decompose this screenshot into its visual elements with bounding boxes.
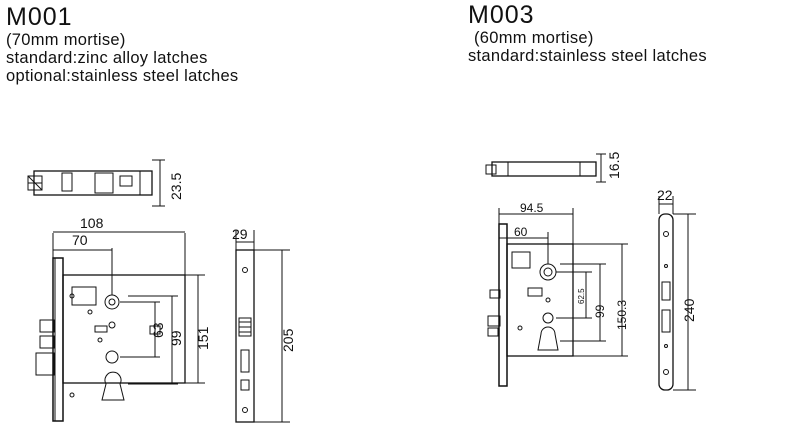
m003-h99-label: 99	[593, 304, 607, 318]
m001-optional: optional:stainless steel latches	[6, 67, 239, 85]
m003-spec: M003 (60mm mortise) standard:stainless s…	[468, 1, 707, 66]
m001-thickness-label: 23.5	[168, 173, 184, 200]
m001-faceplate: 29 205	[232, 226, 296, 423]
m003-faceplate: 22 240	[657, 187, 697, 391]
m003-standard: standard:stainless steel latches	[468, 47, 707, 65]
m001-h151-label: 151	[195, 326, 211, 350]
m003-face-width-label: 22	[657, 187, 673, 203]
m001-standard: standard:zinc alloy latches	[6, 49, 208, 67]
m001-top-view: 23.5	[27, 159, 184, 207]
m001-h99-label: 99	[168, 330, 184, 346]
m001-backset-label: 70	[72, 232, 88, 248]
m003-h150-label: 150.3	[615, 300, 629, 330]
m003-model-title: M003	[468, 1, 535, 29]
m003-thickness-label: 16.5	[606, 152, 622, 179]
m003-front-view: 94.5 60 62.5 99 150.3	[487, 201, 629, 387]
m001-h63-label: 63	[150, 322, 166, 338]
m003-backset-label: 60	[514, 225, 528, 239]
m001-mortise: (70mm mortise)	[6, 31, 126, 49]
m001-spec: M001 (70mm mortise) standard:zinc alloy …	[6, 3, 239, 86]
m001-h205-label: 205	[280, 328, 296, 352]
m001-model-title: M001	[6, 3, 73, 31]
m003-h240-label: 240	[681, 298, 697, 322]
m001-face-width-label: 29	[232, 226, 248, 242]
m003-mortise: (60mm mortise)	[474, 29, 594, 47]
m003-top-view: 16.5	[485, 152, 622, 183]
m001-width-label: 108	[80, 215, 104, 231]
m001-front-view: 108 70 63 99 151	[35, 215, 211, 422]
m003-width-label: 94.5	[520, 201, 544, 215]
m003-h62-label: 62.5	[577, 288, 586, 304]
